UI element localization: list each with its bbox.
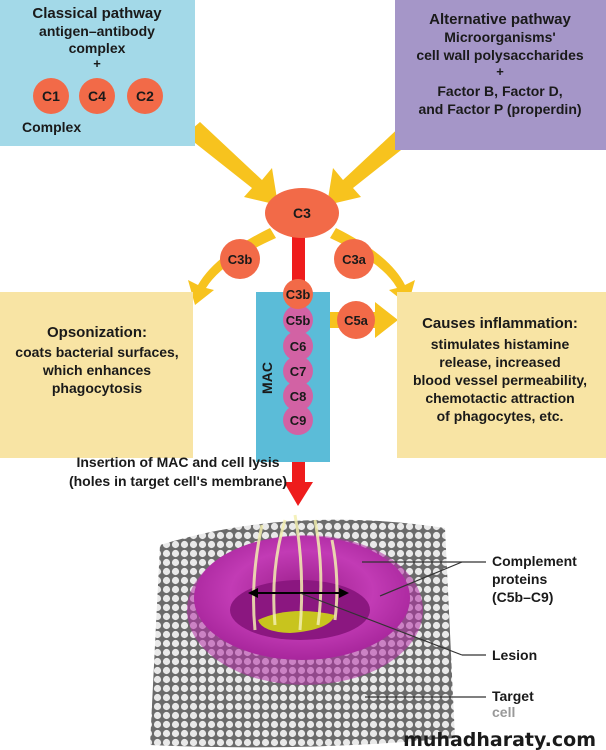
c3a-node <box>334 239 374 279</box>
opsonization-box: Opsonization: coats bacterial surfaces, … <box>0 292 193 458</box>
c4-label: C4 <box>88 88 106 104</box>
plus-sign: + <box>93 56 101 71</box>
alternative-line: Microorganisms' <box>444 29 555 45</box>
alternative-line: and Factor P (properdin) <box>418 101 581 117</box>
c3b-label: C3b <box>228 252 253 267</box>
c3b-node <box>220 239 260 279</box>
plus-sign: + <box>496 64 504 79</box>
c3-label: C3 <box>293 205 311 221</box>
classical-pathway-box: Classical pathway antigen–antibody compl… <box>0 0 195 146</box>
arrow-classical-to-c3 <box>185 122 278 205</box>
target-cell-label: Target <box>492 688 534 704</box>
classical-line: complex <box>69 40 126 56</box>
inflammation-line: release, increased <box>439 354 560 370</box>
classical-line: antigen–antibody <box>39 23 155 39</box>
target-cell-label: cell <box>492 704 515 720</box>
mac-c5b: C5b <box>286 313 311 328</box>
opsonization-title: Opsonization: <box>47 324 147 341</box>
complement-label: Complement <box>492 553 577 569</box>
opsonization-line: coats bacterial surfaces, <box>15 344 178 360</box>
inflammation-box: Causes inflammation: stimulates histamin… <box>397 292 606 458</box>
mac-components: C3b C5b C6 C7 C8 C9 <box>283 279 313 435</box>
mac-label: MAC <box>259 362 275 394</box>
alternative-line: cell wall polysaccharides <box>416 47 584 63</box>
inflammation-line: blood vessel permeability, <box>413 372 587 388</box>
lesion-label: Lesion <box>492 647 537 663</box>
c3-node <box>265 188 339 238</box>
inflammation-line: of phagocytes, etc. <box>437 408 564 424</box>
c2-label: C2 <box>136 88 154 104</box>
opsonization-line: which enhances <box>42 362 151 378</box>
alternative-line: Factor B, Factor D, <box>437 83 562 99</box>
alternative-title: Alternative pathway <box>429 11 571 28</box>
complement-label: (C5b–C9) <box>492 589 553 605</box>
lysis-line: Insertion of MAC and cell lysis <box>76 454 279 470</box>
mac-c7: C7 <box>290 364 307 379</box>
c5a-node <box>337 301 375 339</box>
mac-c9: C9 <box>290 413 307 428</box>
mac-c3b: C3b <box>286 287 311 302</box>
alternative-pathway-box: Alternative pathway Microorganisms' cell… <box>395 0 606 150</box>
complex-label: Complex <box>22 119 81 135</box>
inflammation-line: stimulates histamine <box>431 336 570 352</box>
lysis-line: (holes in target cell's membrane) <box>69 473 287 489</box>
c5a-label: C5a <box>344 313 369 328</box>
opsonization-line: phagocytosis <box>52 380 142 396</box>
inflammation-title: Causes inflammation: <box>422 315 578 332</box>
inflammation-line: chemotactic attraction <box>425 390 574 406</box>
classical-title: Classical pathway <box>32 5 162 22</box>
c1-label: C1 <box>42 88 60 104</box>
c3a-label: C3a <box>342 252 367 267</box>
mac-c8: C8 <box>290 389 307 404</box>
mac-c6: C6 <box>290 339 307 354</box>
complement-label: proteins <box>492 571 547 587</box>
membrane-illustration <box>150 514 486 748</box>
watermark: muhadharaty.com <box>403 729 596 750</box>
